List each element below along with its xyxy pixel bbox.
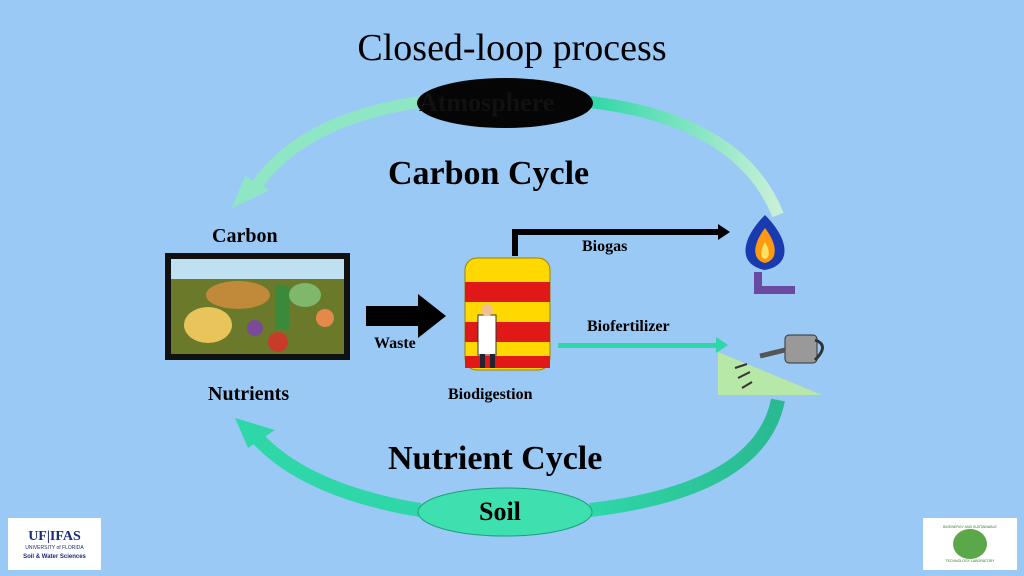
gas-flame-icon [745, 215, 795, 294]
bioenergy-lab-logo: BIOENERGY AND SUSTAINABLE TECHNOLOGY LAB… [923, 518, 1017, 570]
soil-oval [417, 487, 593, 537]
waste-label: Waste [374, 335, 416, 352]
lab-logo-top-text: BIOENERGY AND SUSTAINABLE [943, 525, 997, 529]
nutrient-cycle-arc-left [246, 427, 422, 517]
arrowhead-nutrients [235, 418, 275, 448]
soil-label: Soil [479, 497, 521, 526]
slide-title: Closed-loop process [357, 27, 667, 69]
waste-arrow [366, 294, 446, 338]
nutrient-cycle-arc-right [589, 398, 785, 517]
logo-dept-text: Soil & Water Sciences [23, 553, 86, 560]
globe-icon [953, 529, 987, 559]
uf-ifas-logo: UF|IFAS UNIVERSITY of FLORIDA Soil & Wat… [8, 518, 101, 570]
carbon-cycle-arc-right [589, 96, 784, 218]
lab-logo-bottom-text: TECHNOLOGY LABORATORY [945, 559, 995, 563]
logo-sub-text: UNIVERSITY of FLORIDA [25, 544, 84, 551]
carbon-cycle-arc-left [249, 96, 421, 192]
atmosphere-oval [417, 78, 593, 128]
biodigester-tank [464, 257, 551, 371]
biofertilizer-arrow [558, 343, 718, 348]
biogas-arrowhead [718, 224, 730, 240]
biofertilizer-label: Biofertilizer [587, 318, 670, 335]
biofertilizer-arrowhead [716, 337, 728, 353]
arrowhead-carbon [232, 176, 270, 208]
nutrient-cycle-heading: Nutrient Cycle [388, 440, 603, 477]
biogas-pipe [512, 229, 720, 256]
logo-main-text: UF|IFAS [28, 528, 81, 544]
carbon-cycle-heading: Carbon Cycle [388, 155, 590, 192]
watering-can-icon [718, 334, 824, 395]
biogas-label: Biogas [582, 238, 628, 255]
biodigestion-label: Biodigestion [448, 386, 533, 403]
atmosphere-label: Atmosphere [419, 88, 555, 117]
food-image [165, 253, 350, 360]
nutrients-label: Nutrients [208, 383, 290, 405]
carbon-label: Carbon [212, 225, 278, 247]
